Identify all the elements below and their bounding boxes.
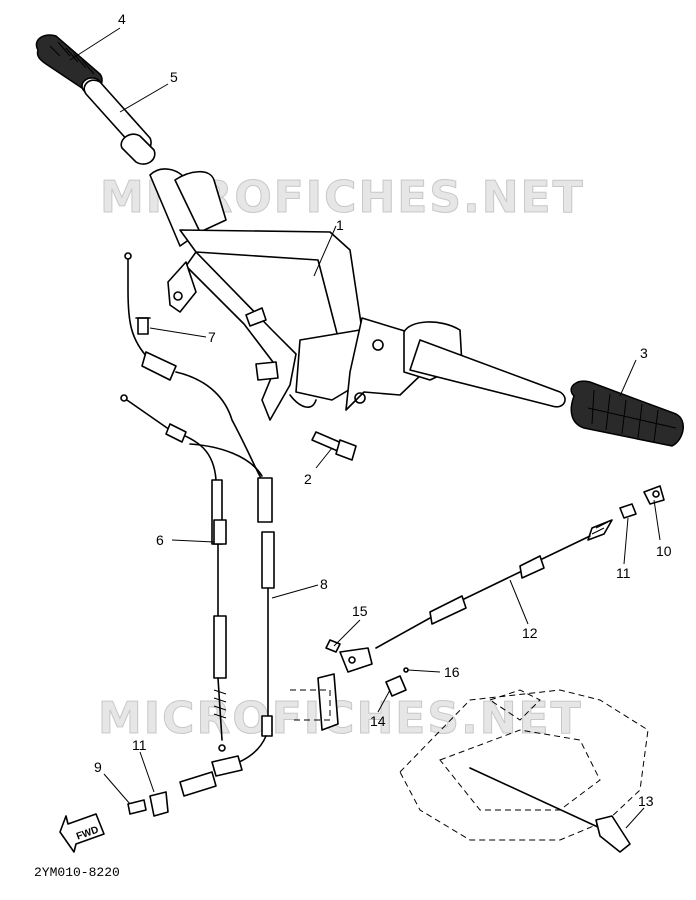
callout-15: 15 bbox=[352, 603, 368, 619]
screw bbox=[135, 317, 151, 335]
throttle-grip-tube bbox=[83, 79, 156, 165]
callout-11-left: 11 bbox=[132, 737, 147, 753]
callout-5: 5 bbox=[170, 69, 178, 85]
cable-bracket bbox=[317, 639, 409, 731]
engine-outline bbox=[290, 689, 649, 841]
handlebar-frame bbox=[149, 168, 566, 421]
callout-8: 8 bbox=[320, 576, 328, 592]
callout-4: 4 bbox=[118, 11, 126, 27]
callout-13: 13 bbox=[638, 793, 654, 809]
callout-3: 3 bbox=[640, 345, 648, 361]
bolt-small bbox=[127, 791, 169, 817]
callout-14: 14 bbox=[370, 713, 386, 729]
callout-10: 10 bbox=[656, 543, 672, 559]
callout-9: 9 bbox=[94, 759, 102, 775]
throttle-cable-long bbox=[375, 485, 665, 649]
callout-2: 2 bbox=[304, 471, 312, 487]
right-grip bbox=[570, 380, 684, 447]
leader-lines bbox=[69, 27, 661, 829]
fwd-arrow: FWD bbox=[59, 813, 105, 853]
callout-1: 1 bbox=[336, 217, 344, 233]
clip bbox=[595, 815, 631, 853]
callout-7: 7 bbox=[208, 329, 216, 345]
callout-6: 6 bbox=[156, 532, 164, 548]
choke-cable bbox=[124, 252, 275, 797]
diagram-code: 2YM010-8220 bbox=[34, 865, 120, 880]
bolt bbox=[311, 431, 357, 461]
callout-12: 12 bbox=[522, 625, 538, 641]
callout-11-right: 11 bbox=[616, 565, 631, 581]
watermark-bottom: MICROFICHES.NET bbox=[98, 693, 583, 744]
throttle-cable bbox=[120, 394, 227, 752]
callout-16: 16 bbox=[444, 664, 460, 680]
